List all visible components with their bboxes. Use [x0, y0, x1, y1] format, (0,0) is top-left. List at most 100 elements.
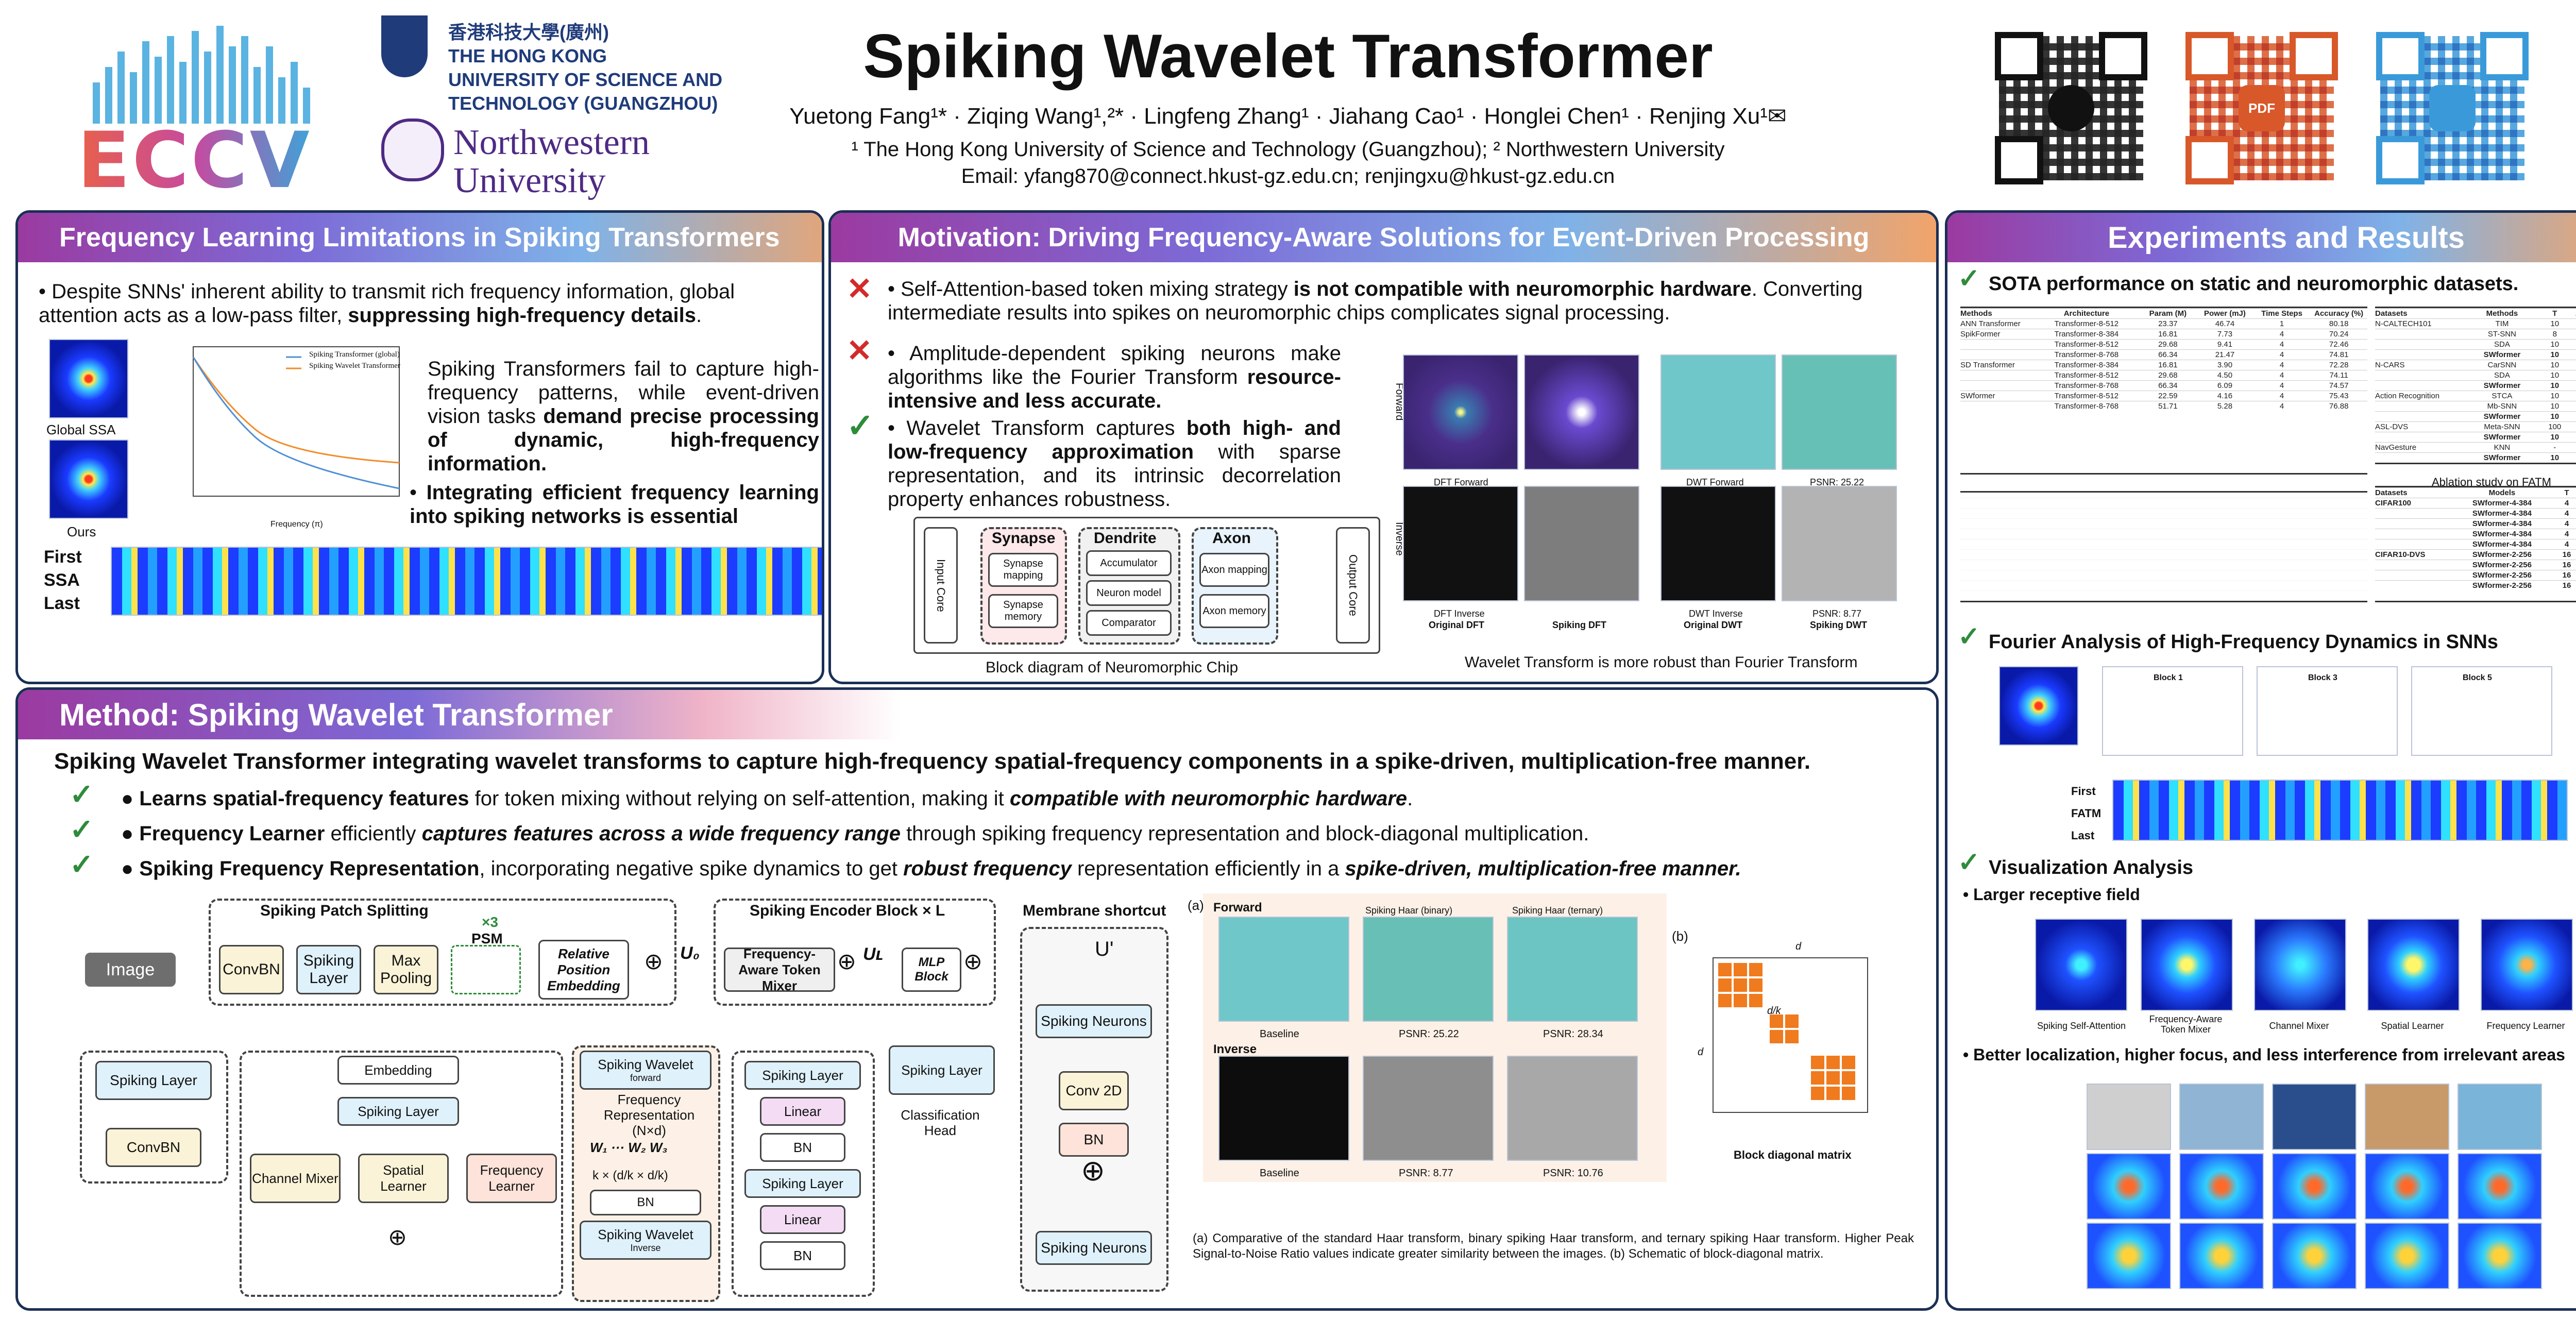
table-cell: 1 [2279, 319, 2284, 328]
table-cell: 4 [2564, 519, 2569, 528]
table-cell: 46.74 [2215, 319, 2235, 328]
table-cell: 29.68 [2158, 340, 2178, 349]
rf-spatial-learner-image [2367, 919, 2460, 1011]
side-text-bold: demand precise processing of dynamic, hi… [428, 405, 819, 475]
sota-heading: SOTA performance on static and neuromorp… [1989, 273, 2519, 295]
frequency-learner-block[interactable]: Frequency Learner [466, 1154, 557, 1203]
row-label-first: First [44, 547, 82, 567]
dendrite-accumulator: Accumulator [1086, 550, 1172, 576]
table-cell: 95.90 [2567, 443, 2576, 452]
table-cell: Methods [1960, 309, 1992, 318]
table-header-row: SWformer1096.13 [2375, 380, 2576, 391]
chart-legend-2: Spiking Wavelet Transformer [309, 362, 400, 370]
fig-caption: Wavelet Transform is more robust than Fo… [1465, 654, 1858, 671]
table-cell: CIFAR100 [2375, 499, 2412, 508]
northwestern-name-1: Northwestern [453, 123, 650, 162]
qr-finder [2185, 136, 2234, 184]
table-cell: 96.04 [2567, 422, 2576, 432]
github-qr-code[interactable] [1989, 26, 2154, 191]
detail-embedding: Embedding [337, 1056, 459, 1085]
attn-map-b-5 [2458, 1223, 2542, 1289]
table-cell: T [2552, 309, 2557, 318]
detail-convbn: ConvBN [106, 1128, 201, 1167]
table-cell: N-CALTECH101 [2375, 319, 2432, 328]
rf-label-spatial: Spatial Learner [2381, 1021, 2444, 1031]
spiking-neurons-top: Spiking Neurons [1036, 1004, 1152, 1038]
table-cell: Architecture [2063, 309, 2110, 318]
haar-caption: (a) Comparative of the standard Haar tra… [1193, 1231, 1914, 1261]
method-point-1: ● Learns spatial-frequency features for … [121, 787, 1413, 810]
synapse-mapping: Synapse mapping [988, 553, 1058, 587]
table-cell: 79.00 [2567, 319, 2576, 329]
chip-input-core: Input Core [924, 527, 958, 644]
dendrite-neuron-model: Neuron model [1086, 580, 1172, 606]
check-icon: ✓ [70, 813, 94, 845]
b3-bold: both high- and low-frequency approximati… [888, 417, 1341, 463]
table-cell: 16 [2562, 581, 2571, 590]
table-cell: NavGesture [2375, 443, 2417, 452]
pdf-qr-code[interactable]: PDF [2179, 26, 2344, 191]
label-psnr-1: PSNR: 25.22 [1810, 477, 1865, 487]
table-header-row: DatasetsMethodsTAcc. (%) [2375, 308, 2576, 318]
table-header-row: DatasetsModelsTAcc. (%) [2375, 487, 2576, 498]
attn-map-b-4 [2365, 1223, 2449, 1289]
fatm-heatmap-strips [2112, 780, 2568, 841]
table-cell: 4 [2564, 540, 2569, 549]
fourier-block1-chart [2102, 666, 2243, 756]
psm-block [451, 945, 521, 994]
qr-finder [1995, 136, 2043, 184]
table-cell: SWformer [2483, 350, 2521, 359]
p1-rest: for token mixing without relying on self… [469, 787, 1010, 810]
hkust-crest-icon [381, 15, 428, 77]
fourier-block5-chart [2411, 666, 2552, 756]
table-cell: SWformer-2-256 [2472, 571, 2532, 580]
attn-map-a-4 [2365, 1153, 2449, 1220]
b3-rest: with sparse representation, and its intr… [888, 441, 1341, 511]
block1-label: Block 1 [2154, 673, 2183, 682]
table-cell: 29.68 [2158, 371, 2178, 380]
fourier-spectrum-image [1999, 666, 2078, 746]
mlp-block[interactable]: MLP Block [902, 948, 961, 992]
mlp-detail-group [732, 1051, 875, 1297]
p3-italic: robust frequency [903, 857, 1072, 880]
table-cell: Power (mJ) [2204, 309, 2246, 318]
convbn-detail-group [80, 1051, 228, 1183]
table-cell: 76.88 [2329, 402, 2349, 411]
table-cell: 10 [2550, 453, 2560, 462]
table-cell: Models [2488, 488, 2516, 497]
spatial-learner-block[interactable]: Spatial Learner [358, 1154, 449, 1203]
table-header-row: SWformer-4-384478.64 [2375, 518, 2576, 529]
table-cell: CIFAR10-DVS [2375, 550, 2426, 559]
dwt-inverse-image [1660, 486, 1776, 601]
vis-bullet-1-text: Larger receptive field [1973, 885, 2140, 904]
bullet-integrating: • Integrating efficient frequency learni… [410, 481, 819, 528]
table-row: Action RecognitionSTCA1071.20 [2375, 391, 2576, 401]
table-cell: 7.73 [2217, 330, 2233, 339]
table-cell: 72.46 [2329, 340, 2349, 349]
method-point-3: ● Spiking Frequency Representation, inco… [121, 857, 1741, 880]
fatm-block[interactable]: Frequency-Aware Token Mixer [724, 946, 835, 993]
k-formula: k × (d/k × d/k) [592, 1169, 668, 1182]
table-cell: Transformer-8-768 [2054, 402, 2119, 411]
attn-orig-3 [2272, 1084, 2357, 1150]
dwt-forward-image [1660, 354, 1776, 470]
table-cell: 4 [2564, 509, 2569, 518]
check-icon: ✓ [70, 848, 94, 881]
bullet-self-attention: • Self-Attention-based token mixing stra… [888, 278, 1863, 324]
row-label-last: Last [44, 594, 80, 613]
channel-mixer-block[interactable]: Channel Mixer [250, 1154, 341, 1203]
label-original-dwt: Original DWT [1684, 620, 1742, 630]
table-cell: SpikFormer [1960, 330, 2001, 339]
table-cell: 70.24 [2329, 330, 2349, 339]
table-cell: 72.28 [2329, 361, 2349, 369]
block3-label: Block 3 [2308, 673, 2337, 682]
wechat-qr-code[interactable] [2370, 26, 2535, 191]
matrix-d-label-2: d [1698, 1046, 1704, 1058]
haar-inverse-binary-image [1363, 1056, 1494, 1161]
max-pooling-block: Max Pooling [374, 945, 438, 994]
